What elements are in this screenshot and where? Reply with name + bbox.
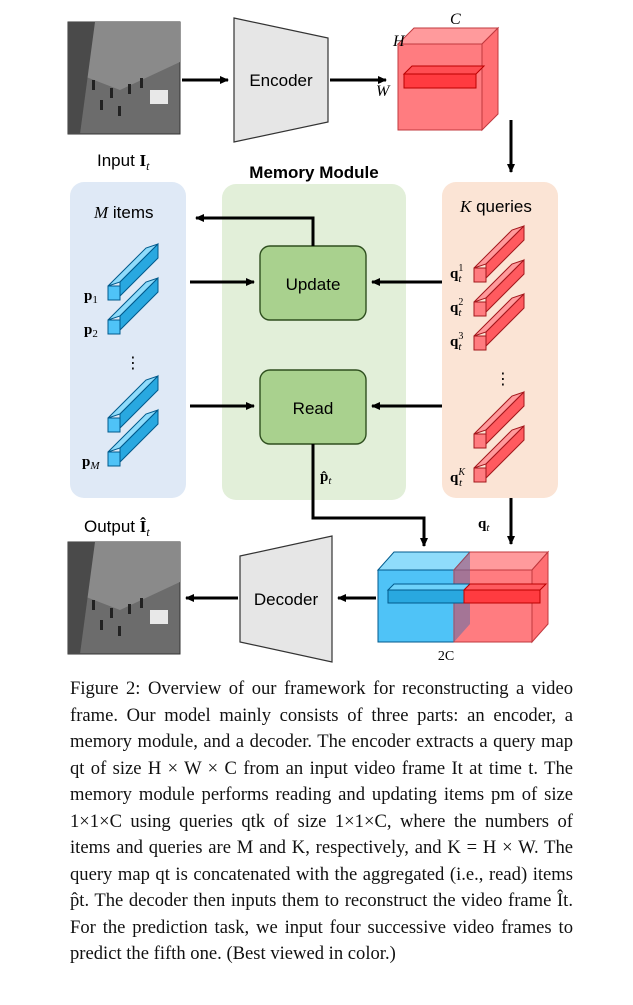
- query-map-cube: [396, 26, 500, 132]
- concat-dim-label: 2C: [438, 649, 454, 664]
- input-label: Input It: [97, 151, 150, 173]
- memory-item-2: [107, 276, 159, 335]
- qt-label: qt: [478, 516, 490, 534]
- items-ellipsis: ⋮: [125, 353, 141, 372]
- items-title: M items: [93, 203, 154, 222]
- item-p1-label: p1: [84, 288, 98, 306]
- output-frame-image: [67, 541, 181, 655]
- encoder-label: Encoder: [249, 71, 313, 90]
- query-2: [473, 258, 525, 317]
- decoder-block: [239, 535, 333, 663]
- output-label: Output Ît: [84, 517, 150, 539]
- update-label: Update: [286, 275, 341, 294]
- framework-figure: Input It Encoder H C W Memory Module M i…: [67, 11, 558, 664]
- read-label: Read: [293, 399, 334, 418]
- concat-cube: [376, 550, 550, 644]
- arrow-update-items: [195, 214, 315, 246]
- query-3: [473, 292, 525, 351]
- query-k: [473, 424, 525, 483]
- dim-w-label: W: [376, 83, 391, 100]
- item-pm-label: pM: [82, 454, 100, 472]
- queries-title: K queries: [459, 197, 532, 216]
- item-p2-label: p2: [84, 322, 98, 340]
- dim-h-label: H: [392, 33, 406, 50]
- dim-c-label: C: [450, 11, 461, 28]
- memory-item-1: [107, 242, 159, 301]
- arrow-read-concat: [311, 444, 428, 547]
- memory-item-m-1: [107, 374, 159, 433]
- phat-label: p̂t: [320, 469, 332, 487]
- query-1: [473, 224, 525, 283]
- figure-caption: Figure 2: Overview of our framework for …: [70, 676, 573, 968]
- caption-text: Figure 2: Overview of our framework for …: [70, 678, 573, 964]
- query-k-1: [473, 390, 525, 449]
- decoder-label: Decoder: [254, 590, 319, 609]
- memory-item-m: [107, 408, 159, 467]
- encoder-block: [233, 17, 329, 143]
- memory-module-title: Memory Module: [249, 163, 378, 182]
- queries-ellipsis: ⋮: [495, 369, 511, 388]
- queries-panel: [442, 182, 558, 498]
- input-frame-image: [67, 21, 181, 135]
